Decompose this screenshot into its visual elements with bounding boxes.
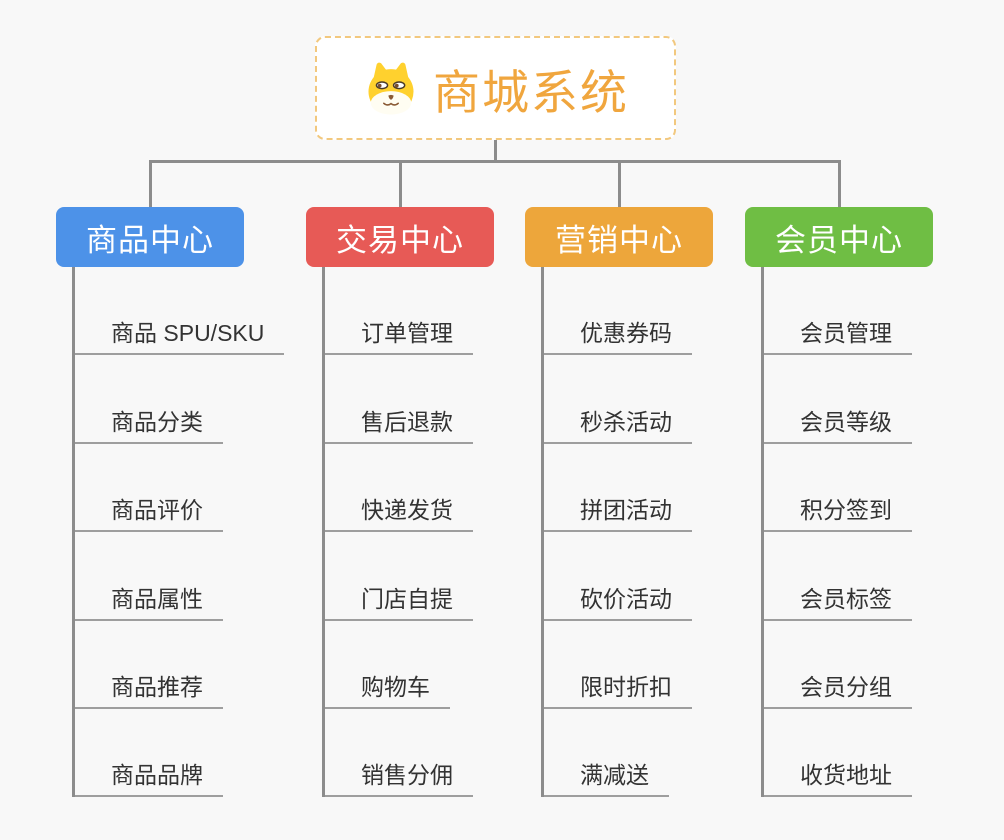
leaf-item[interactable]: 积分签到 — [764, 444, 933, 533]
leaf-label: 限时折扣 — [544, 675, 692, 709]
leaf-label: 砍价活动 — [544, 587, 692, 621]
branch-label-trade-center[interactable]: 交易中心 — [306, 207, 494, 267]
leaf-label: 收货地址 — [764, 764, 912, 798]
leaf-item[interactable]: 商品品牌 — [75, 709, 244, 798]
leaf-label: 会员分组 — [764, 675, 912, 709]
leaf-item[interactable]: 限时折扣 — [544, 621, 713, 709]
leaf-item[interactable]: 销售分佣 — [325, 709, 494, 798]
branch-trade-center: 交易中心 订单管理 售后退款 快递发货 门店自提 购物车 销售分佣 — [306, 207, 494, 798]
leaf-item[interactable]: 购物车 — [325, 621, 494, 709]
branch-product-center: 商品中心 商品 SPU/SKU 商品分类 商品评价 商品属性 商品推荐 商品品牌 — [56, 207, 285, 798]
leaf-label: 优惠券码 — [544, 322, 692, 356]
branch-leaves-marketing-center: 优惠券码 秒杀活动 拼团活动 砍价活动 限时折扣 满减送 — [541, 267, 713, 798]
leaf-item[interactable]: 商品属性 — [75, 532, 244, 621]
leaf-label: 商品推荐 — [75, 675, 223, 709]
leaf-item[interactable]: 会员标签 — [764, 532, 933, 621]
connector-drop-trade — [399, 160, 402, 208]
leaf-item[interactable]: 收货地址 — [764, 709, 933, 798]
leaf-item[interactable]: 会员等级 — [764, 355, 933, 444]
doge-icon — [362, 61, 420, 115]
leaf-item[interactable]: 满减送 — [544, 709, 713, 798]
connector-drop-member — [838, 160, 841, 208]
leaf-label: 会员管理 — [764, 322, 912, 356]
leaf-item[interactable]: 商品 SPU/SKU — [75, 267, 285, 356]
leaf-item[interactable]: 秒杀活动 — [544, 355, 713, 444]
branch-leaves-product-center: 商品 SPU/SKU 商品分类 商品评价 商品属性 商品推荐 商品品牌 — [72, 267, 285, 798]
leaf-label: 满减送 — [544, 764, 669, 798]
leaf-label: 会员等级 — [764, 410, 912, 444]
leaf-item[interactable]: 门店自提 — [325, 532, 494, 621]
leaf-item[interactable]: 优惠券码 — [544, 267, 713, 356]
root-node[interactable]: 商城系统 — [315, 36, 676, 140]
root-title: 商城系统 — [433, 65, 629, 119]
branch-member-center: 会员中心 会员管理 会员等级 积分签到 会员标签 会员分组 收货地址 — [745, 207, 933, 798]
leaf-label: 商品品牌 — [75, 764, 223, 798]
connector-root-stub — [494, 140, 497, 162]
leaf-label: 订单管理 — [325, 322, 473, 356]
leaf-item[interactable]: 砍价活动 — [544, 532, 713, 621]
leaf-item[interactable]: 快递发货 — [325, 444, 494, 533]
branch-label-product-center[interactable]: 商品中心 — [56, 207, 244, 267]
leaf-label: 积分签到 — [764, 499, 912, 533]
leaf-label: 快递发货 — [325, 499, 473, 533]
leaf-label: 商品评价 — [75, 499, 223, 533]
leaf-label: 门店自提 — [325, 587, 473, 621]
leaf-label: 会员标签 — [764, 587, 912, 621]
branch-label-marketing-center[interactable]: 营销中心 — [525, 207, 713, 267]
leaf-label: 商品属性 — [75, 587, 223, 621]
leaf-label: 拼团活动 — [544, 499, 692, 533]
leaf-label: 售后退款 — [325, 410, 473, 444]
leaf-label: 秒杀活动 — [544, 410, 692, 444]
connector-horizontal-bar — [149, 160, 841, 163]
connector-drop-marketing — [618, 160, 621, 208]
branch-marketing-center: 营销中心 优惠券码 秒杀活动 拼团活动 砍价活动 限时折扣 满减送 — [525, 207, 713, 798]
leaf-item[interactable]: 商品推荐 — [75, 621, 244, 709]
leaf-item[interactable]: 售后退款 — [325, 355, 494, 444]
branch-leaves-trade-center: 订单管理 售后退款 快递发货 门店自提 购物车 销售分佣 — [322, 267, 494, 798]
leaf-item[interactable]: 会员分组 — [764, 621, 933, 709]
connector-drop-product — [149, 160, 152, 208]
leaf-item[interactable]: 会员管理 — [764, 267, 933, 356]
leaf-label: 商品 SPU/SKU — [75, 322, 285, 356]
leaf-label: 销售分佣 — [325, 764, 473, 798]
leaf-item[interactable]: 商品分类 — [75, 355, 244, 444]
leaf-item[interactable]: 拼团活动 — [544, 444, 713, 533]
leaf-label: 购物车 — [325, 675, 450, 709]
branch-label-member-center[interactable]: 会员中心 — [745, 207, 933, 267]
branch-leaves-member-center: 会员管理 会员等级 积分签到 会员标签 会员分组 收货地址 — [761, 267, 933, 798]
leaf-item[interactable]: 订单管理 — [325, 267, 494, 356]
leaf-label: 商品分类 — [75, 410, 223, 444]
leaf-item[interactable]: 商品评价 — [75, 444, 244, 533]
